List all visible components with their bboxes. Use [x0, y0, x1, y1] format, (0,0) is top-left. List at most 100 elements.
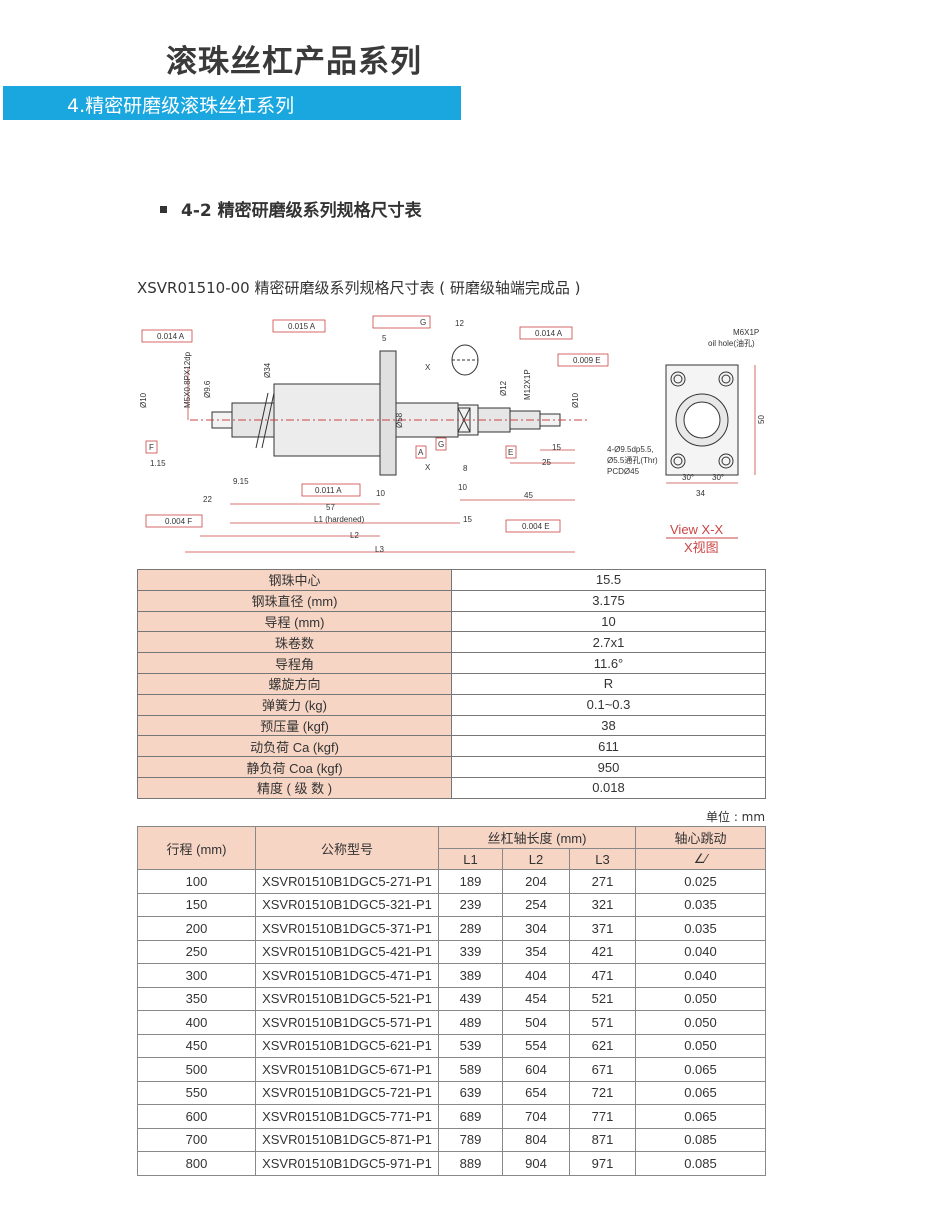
- drawing-caption: XSVR01510-00 精密研磨级系列规格尺寸表 ( 研磨级轴端完成品 ): [137, 279, 581, 297]
- header-length: 丝杠轴长度 (mm): [438, 826, 636, 849]
- svg-text:M12X1P: M12X1P: [523, 369, 532, 400]
- model-cell: XSVR01510B1DGC5-371-P1: [255, 916, 439, 941]
- svg-text:X: X: [425, 363, 431, 372]
- l2-cell: 254: [502, 892, 570, 917]
- l2-cell: 504: [502, 1010, 570, 1035]
- svg-text:Ø12: Ø12: [499, 380, 508, 396]
- l3-cell: 271: [569, 869, 636, 894]
- stroke-cell: 250: [137, 939, 256, 964]
- l2-cell: 354: [502, 939, 570, 964]
- stroke-cell: 400: [137, 1010, 256, 1035]
- spec-row: 钢珠直径 (mm)3.175: [137, 589, 766, 612]
- l3-cell: 971: [569, 1151, 636, 1176]
- svg-text:0.011 A: 0.011 A: [315, 486, 342, 495]
- l3-cell: 871: [569, 1127, 636, 1152]
- svg-text:G: G: [438, 440, 444, 449]
- spec-key: 静负荷 Coa (kgf): [137, 756, 452, 778]
- l3-cell: 471: [569, 963, 636, 988]
- stroke-cell: 600: [137, 1104, 256, 1129]
- header-stroke: 行程 (mm): [137, 826, 256, 870]
- l1-cell: 189: [438, 869, 503, 894]
- bullet-square-icon: [160, 205, 167, 213]
- spec-value: 10: [451, 610, 766, 633]
- model-cell: XSVR01510B1DGC5-271-P1: [255, 869, 439, 894]
- svg-text:57: 57: [326, 503, 335, 512]
- l1-cell: 639: [438, 1080, 503, 1105]
- svg-text:L3: L3: [375, 545, 384, 554]
- spec-key: 动负荷 Ca (kgf): [137, 735, 452, 758]
- model-cell: XSVR01510B1DGC5-971-P1: [255, 1151, 439, 1176]
- svg-text:Ø9.6: Ø9.6: [203, 380, 212, 398]
- svg-text:10: 10: [458, 483, 467, 492]
- svg-text:4-Ø9.5dp5.5,: 4-Ø9.5dp5.5,: [607, 445, 654, 454]
- l1-cell: 789: [438, 1127, 503, 1152]
- runout-cell: 0.085: [635, 1151, 766, 1176]
- runout-cell: 0.085: [635, 1127, 766, 1152]
- svg-text:M6X1P: M6X1P: [733, 328, 759, 337]
- l1-cell: 289: [438, 916, 503, 941]
- l1-cell: 539: [438, 1033, 503, 1058]
- l1-cell: 589: [438, 1057, 503, 1082]
- stroke-cell: 450: [137, 1033, 256, 1058]
- svg-text:F: F: [149, 443, 154, 452]
- spec-value: 38: [451, 714, 766, 737]
- svg-text:M5X0.8PX12dp: M5X0.8PX12dp: [183, 351, 192, 408]
- stroke-cell: 150: [137, 892, 256, 917]
- model-cell: XSVR01510B1DGC5-321-P1: [255, 892, 439, 917]
- stroke-cell: 300: [137, 963, 256, 988]
- l3-cell: 671: [569, 1057, 636, 1082]
- l2-cell: 554: [502, 1033, 570, 1058]
- header-l1: L1: [438, 848, 503, 870]
- l3-cell: 371: [569, 916, 636, 941]
- technical-drawing: 0.014 A 0.015 A G 12 5 X 0.014 A 0.009 E…: [139, 315, 766, 555]
- spec-key: 钢珠中心: [137, 569, 452, 591]
- spec-key: 钢珠直径 (mm): [137, 589, 452, 612]
- l1-cell: 389: [438, 963, 503, 988]
- header-l3: L3: [569, 848, 636, 870]
- svg-text:15: 15: [463, 515, 472, 524]
- runout-cell: 0.040: [635, 963, 766, 988]
- svg-text:30°: 30°: [712, 473, 724, 482]
- l3-cell: 521: [569, 986, 636, 1011]
- svg-text:45: 45: [524, 491, 533, 500]
- svg-text:0.009 E: 0.009 E: [573, 356, 601, 365]
- l2-cell: 304: [502, 916, 570, 941]
- model-cell: XSVR01510B1DGC5-721-P1: [255, 1080, 439, 1105]
- spec-value: 15.5: [451, 569, 766, 591]
- svg-text:Ø34: Ø34: [263, 362, 272, 378]
- spec-key: 弹簧力 (kg): [137, 693, 452, 716]
- header-runout: 轴心跳动: [635, 826, 766, 849]
- l2-cell: 654: [502, 1080, 570, 1105]
- svg-text:0.004 F: 0.004 F: [165, 517, 192, 526]
- svg-text:34: 34: [696, 489, 705, 498]
- svg-text:12: 12: [455, 319, 464, 328]
- runout-cell: 0.050: [635, 1033, 766, 1058]
- svg-text:X: X: [425, 463, 431, 472]
- section-banner: 4.精密研磨级滚珠丝杠系列: [3, 86, 461, 120]
- l3-cell: 621: [569, 1033, 636, 1058]
- svg-text:oil hole(油孔): oil hole(油孔): [708, 338, 755, 348]
- stroke-cell: 350: [137, 986, 256, 1011]
- l1-cell: 439: [438, 986, 503, 1011]
- runout-cell: 0.035: [635, 892, 766, 917]
- spec-value: 0.018: [451, 776, 766, 799]
- dimension-table: 行程 (mm) 公称型号 丝杠轴长度 (mm) 轴心跳动 L1 L2 L3 ∠∕…: [137, 826, 766, 1176]
- svg-text:10: 10: [376, 489, 385, 498]
- model-cell: XSVR01510B1DGC5-621-P1: [255, 1033, 439, 1058]
- svg-text:PCDØ45: PCDØ45: [607, 467, 640, 476]
- l2-cell: 804: [502, 1127, 570, 1152]
